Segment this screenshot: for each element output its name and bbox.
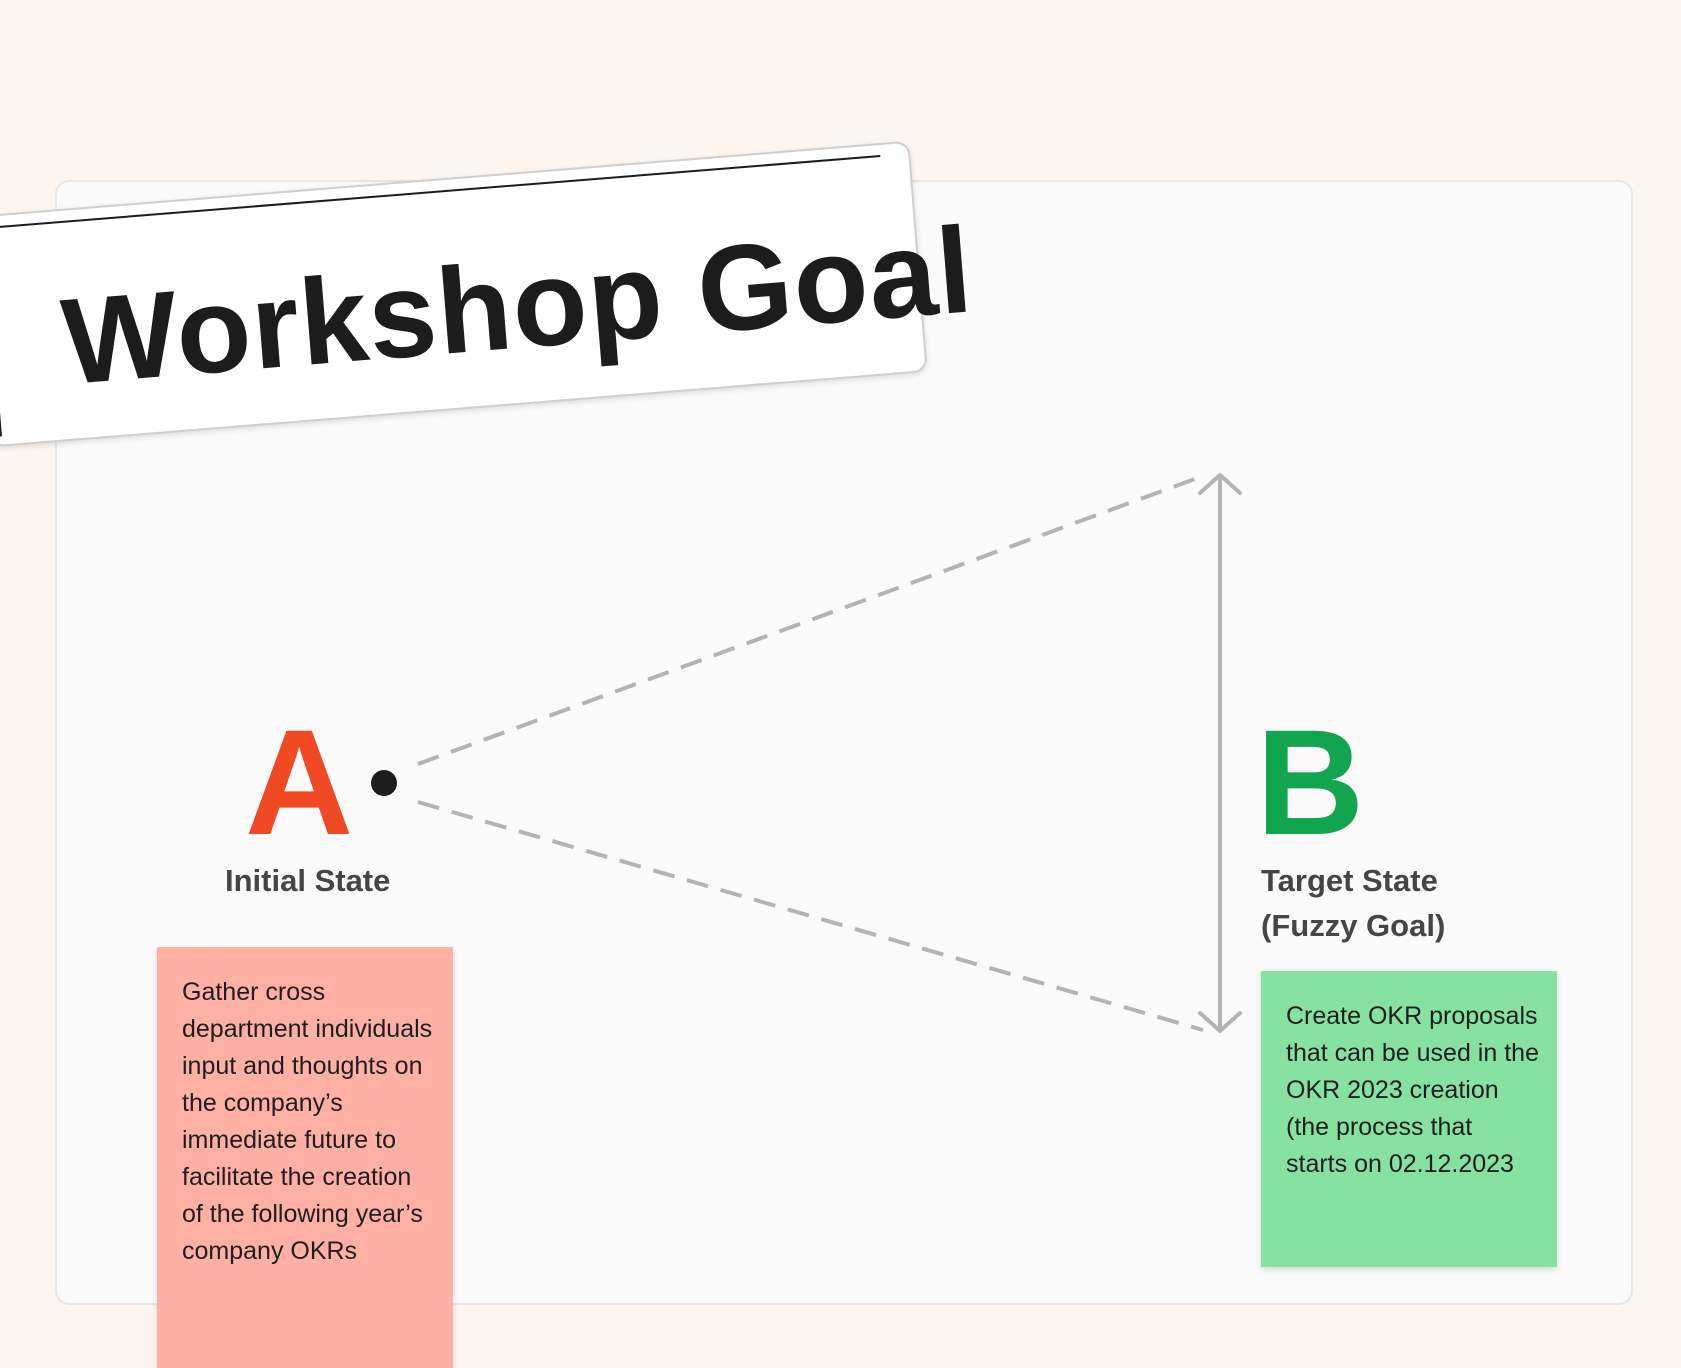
- origin-point: [371, 770, 397, 796]
- target-state-sticky-note[interactable]: Create OKR proposals that can be used in…: [1261, 971, 1557, 1267]
- target-state-label: Target State (Fuzzy Goal): [1261, 858, 1445, 948]
- range-arrow-top-head: [1198, 473, 1242, 495]
- target-state-label-line1: Target State: [1261, 863, 1438, 898]
- initial-state-label: Initial State: [225, 863, 391, 898]
- lower-dashed-line: [417, 800, 1204, 1032]
- initial-state-letter: A: [245, 698, 354, 866]
- target-state-letter: B: [1256, 698, 1365, 866]
- page-title: Workshop Goal: [57, 201, 978, 411]
- range-arrow-bottom-head: [1198, 1011, 1242, 1033]
- upper-dashed-line: [417, 474, 1204, 766]
- target-state-label-line2: (Fuzzy Goal): [1261, 908, 1446, 943]
- initial-state-sticky-note[interactable]: Gather cross department individuals inpu…: [157, 947, 453, 1368]
